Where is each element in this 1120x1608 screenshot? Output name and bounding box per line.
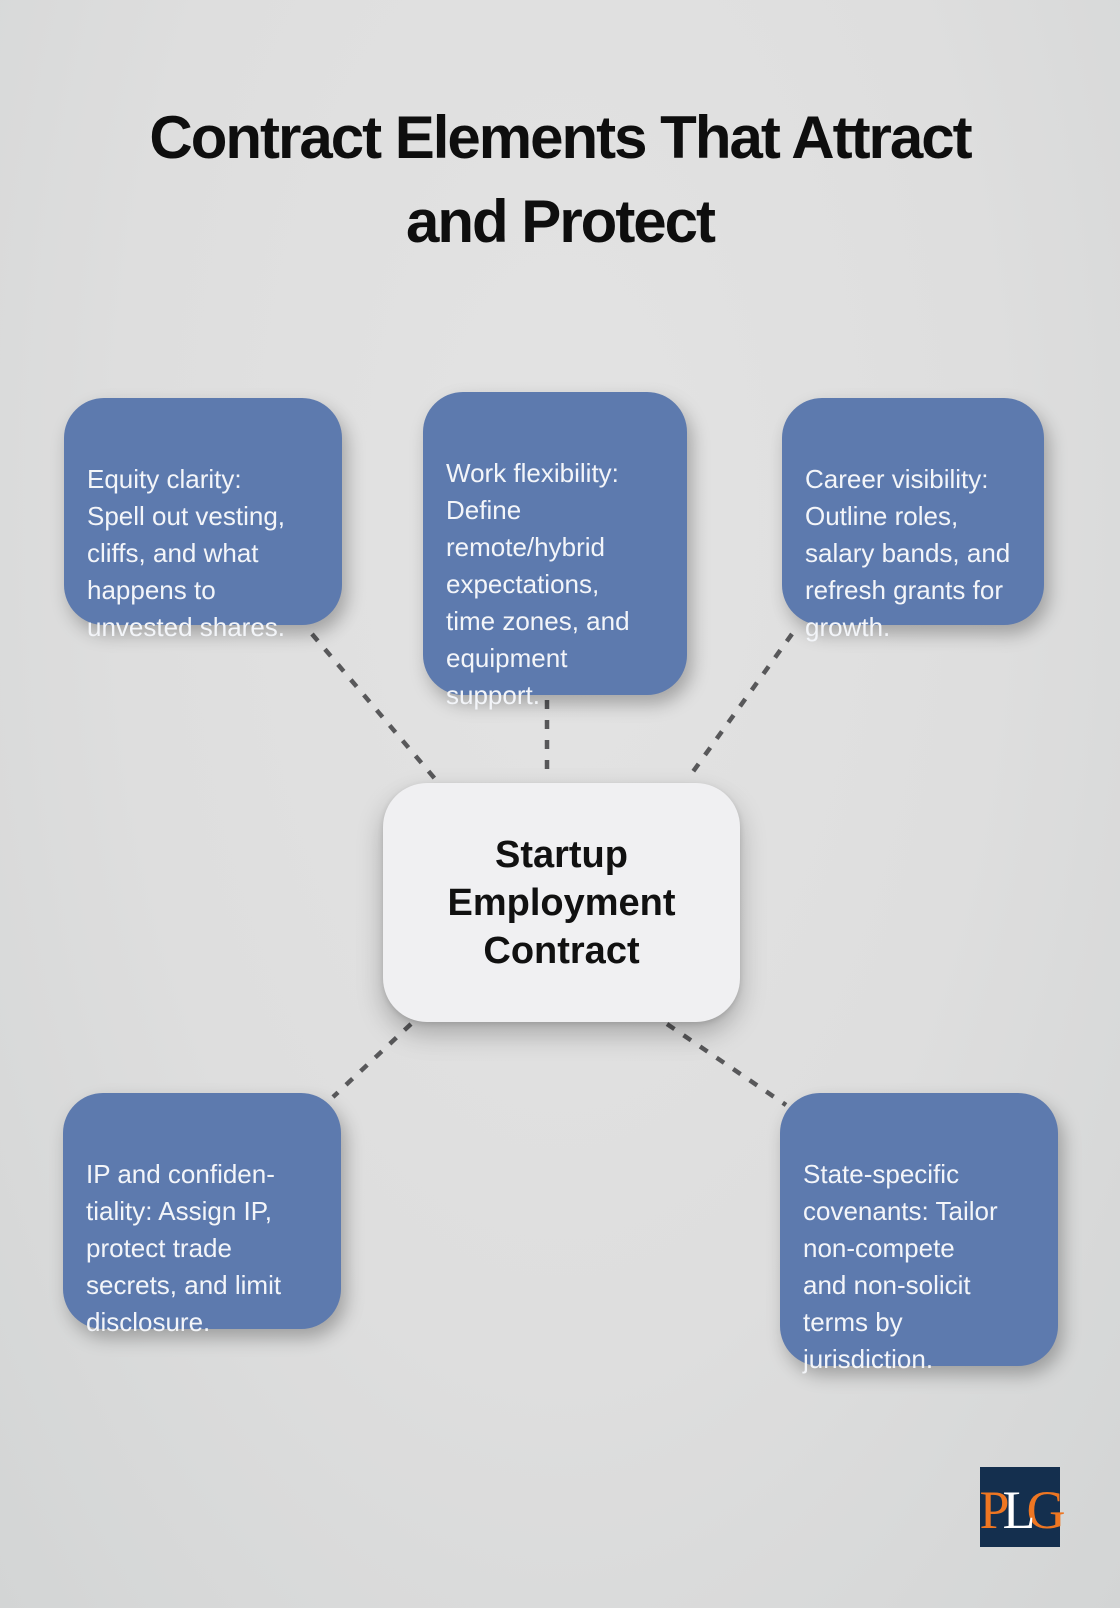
node-equity-text: Equity clarity: Spell out vesting, cliff… [87, 464, 286, 642]
center-node: Startup Employment Contract [383, 783, 740, 1022]
connector-center-ip [331, 1022, 413, 1099]
connector-equity-center [310, 632, 438, 782]
node-ip-text: IP and confiden- tiality: Assign IP, pro… [86, 1159, 282, 1337]
connector-career-center [685, 632, 794, 782]
node-work-text: Work flexibility: Define remote/hybrid e… [446, 458, 630, 710]
logo-letter-p: P [979, 1480, 1009, 1540]
plg-logo: P L G [979, 1467, 1066, 1547]
node-state-covenants: State-specific covenants: Tailor non-com… [780, 1093, 1058, 1374]
node-state-text: State-specific covenants: Tailor non-com… [803, 1159, 998, 1374]
connector-center-state [665, 1022, 788, 1107]
node-equity-clarity: Equity clarity: Spell out vesting, cliff… [64, 398, 342, 642]
center-node-label: Startup Employment Contract [447, 833, 676, 972]
logo-letter-g: G [1026, 1480, 1066, 1540]
node-career-visibility: Career visibility: Outline roles, salary… [782, 398, 1044, 642]
page-title: Contract Elements That Attract and Prote… [149, 104, 972, 255]
logo-letter-l: L [1002, 1480, 1036, 1540]
node-career-text: Career visibility: Outline roles, salary… [805, 464, 1011, 642]
node-work-flexibility: Work flexibility: Define remote/hybrid e… [423, 392, 687, 710]
node-ip-confidentiality: IP and confiden- tiality: Assign IP, pro… [63, 1093, 341, 1337]
